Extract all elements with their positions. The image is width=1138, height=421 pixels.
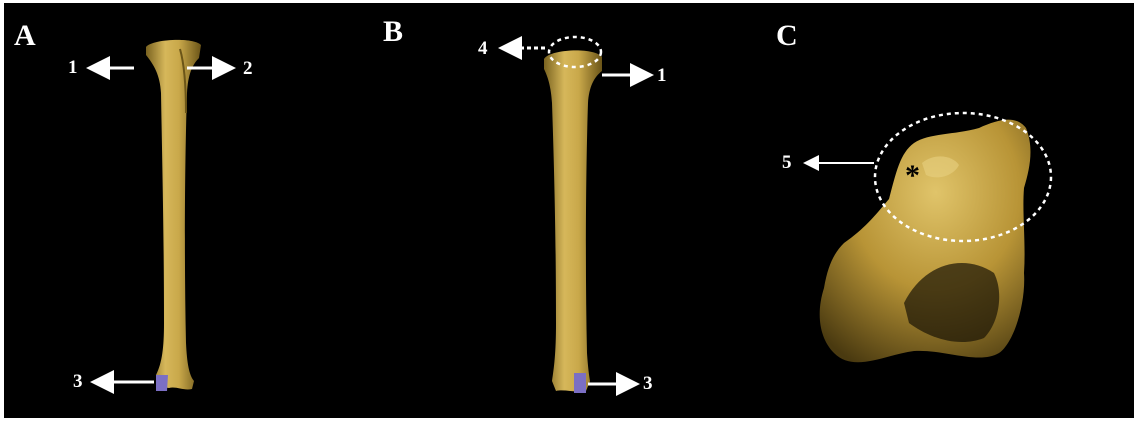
label-b4: 4 — [478, 39, 488, 58]
figure-frame: A B C 1 2 3 4 1 3 5 * — [4, 3, 1134, 418]
panel-letter-a: A — [14, 21, 36, 51]
panel-b-bone — [544, 50, 602, 393]
panel-letter-b: B — [383, 17, 403, 47]
label-c5: 5 — [782, 153, 792, 172]
panel-c-bone-fragment — [820, 120, 1031, 363]
label-c-asterisk: * — [905, 161, 920, 191]
label-b3: 3 — [643, 374, 653, 393]
label-b1: 1 — [657, 66, 667, 85]
panel-letter-c: C — [776, 21, 798, 51]
figure-canvas — [4, 3, 1134, 418]
label-a2: 2 — [243, 59, 253, 78]
label-a1: 1 — [68, 58, 78, 77]
label-a3: 3 — [73, 372, 83, 391]
panel-a-bone — [146, 40, 201, 391]
